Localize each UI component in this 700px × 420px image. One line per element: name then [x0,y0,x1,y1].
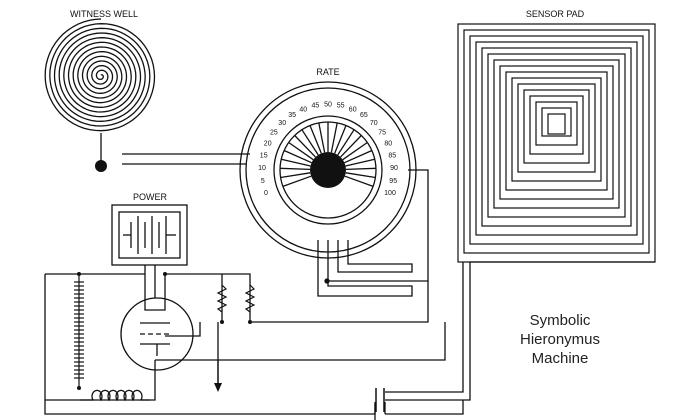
arrow-down [214,383,222,392]
witness-well [44,18,156,162]
sensor-pad-ring [511,77,602,182]
dial-tick-label: 10 [258,165,266,172]
sensor-pad-ring [541,107,572,137]
caption-line-3: Machine [532,350,589,367]
sensor-pad-ring [463,29,650,254]
dial-tick-label: 20 [264,141,272,148]
dial-tick-label: 40 [299,106,307,113]
dial-tick-label: 60 [349,106,357,113]
dial-spoke [301,129,319,156]
power-label: POWER [133,192,168,202]
witness-well-terminal [95,160,107,172]
sensor-pad-ring [523,89,590,164]
dial-spoke [282,175,312,188]
dial-spoke [345,167,377,171]
witness-well-label: WITNESS WELL [70,9,138,19]
inductor-ladder [74,274,84,388]
dial-spoke [279,167,311,171]
dial-tick-label: 5 [261,178,265,185]
dial-spoke [330,122,338,153]
capacitor [375,388,385,412]
dial-spoke [309,125,322,154]
spiral-path [44,18,156,132]
sensor-pad-ring [505,71,608,191]
coil-path [80,389,150,402]
sensor-pad-channel [385,261,655,401]
dial-spoke [288,141,314,161]
sensor-pad-ring [529,95,584,155]
dial-spoke [281,158,311,167]
power-battery [111,204,188,266]
witness-channel [122,153,250,165]
sensor-pad-ring [517,83,596,173]
dial-tick-label: 75 [378,130,386,137]
dial-tick-label: 15 [260,153,268,160]
junction-dot [220,320,224,324]
dial-spoke [344,149,373,164]
dial-spoke [345,158,375,167]
sensor-pad-ring [487,53,626,218]
dial-spoke [337,129,355,156]
rate-dial-knob [310,152,346,188]
dial-tick-label: 50 [324,102,332,109]
dial-tick-label: 100 [384,190,396,197]
resistors [216,284,256,313]
dial-tick-label: 0 [264,190,268,197]
dial-tick-label: 45 [312,103,320,110]
dial-tick-label: 55 [337,103,345,110]
junction-dot [248,320,252,324]
coil [80,389,150,402]
dial-spoke [342,141,368,161]
dial-tick-label: 90 [390,165,398,172]
sensor-pad-label: SENSOR PAD [526,9,585,19]
sensor-pad-ring [547,113,566,135]
dial-tick-label: 35 [288,112,296,119]
dial-tick-label: 85 [388,153,396,160]
dial-spoke [340,135,362,158]
dial-tick-label: 30 [278,120,286,127]
sensor-pad-ring [481,47,632,227]
dial-spoke [344,175,374,188]
sensor-pad [457,23,656,263]
sensor-pad-ring [475,41,638,236]
junction-dot [163,272,167,276]
vacuum-tube [120,297,194,371]
dial-spoke [318,122,326,153]
caption-line-2: Hieronymus [520,331,600,348]
sensor-pad-ring [499,65,614,200]
dial-spoke [283,149,312,164]
dial-tick-label: 80 [384,141,392,148]
dial-spoke [280,172,311,179]
sensor-pad-ring [535,101,578,146]
circuit-frame [44,265,464,420]
dial-tick-label: 65 [360,112,368,119]
dial-spoke [294,135,316,158]
dial-lower-channel [252,169,429,323]
rate-label: RATE [316,67,339,77]
sensor-pad-ring [493,59,620,209]
dial-spoke [345,172,376,179]
dial-tick-label: 95 [389,178,397,185]
dial-tick-label: 25 [270,130,278,137]
dial-tick-label: 70 [370,120,378,127]
caption-line-1: Symbolic [530,312,591,329]
dial-spoke [334,125,347,154]
sensor-pad-ring [469,35,644,245]
